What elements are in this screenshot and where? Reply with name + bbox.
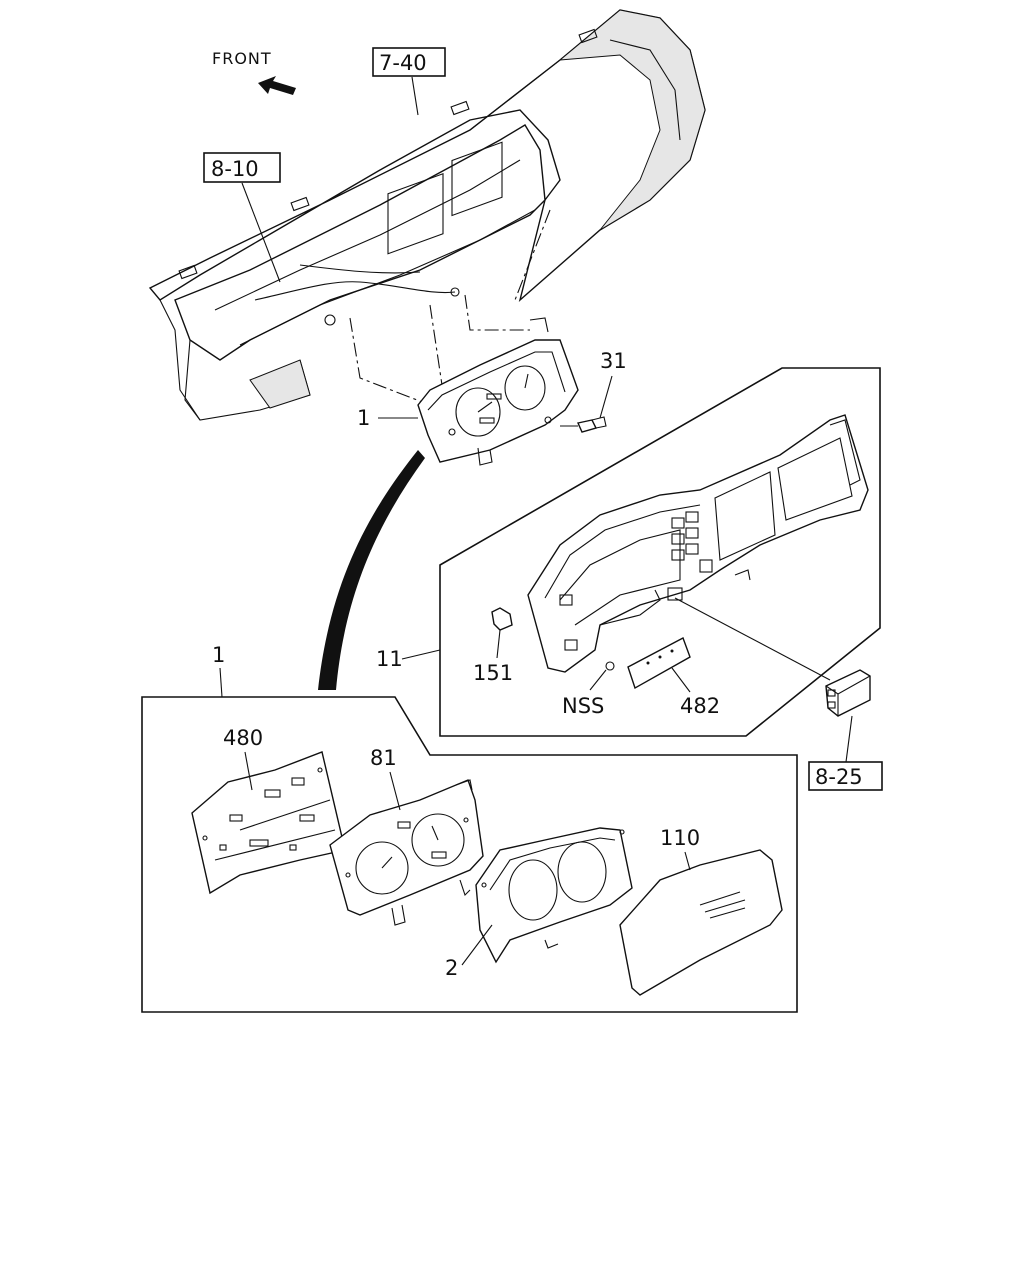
leader-part-482 — [671, 667, 691, 693]
ref-7-40[interactable]: 7-40 — [372, 47, 446, 77]
label-part-110: 110 — [660, 826, 700, 850]
leader-8-25 — [845, 715, 853, 763]
ref-8-10-text: 8-10 — [211, 157, 259, 181]
leader-part-110 — [684, 851, 691, 871]
mount-line-c — [464, 294, 530, 331]
label-part-151: 151 — [473, 661, 513, 685]
ref-8-25-text: 8-25 — [815, 765, 863, 789]
leader-part-11 — [401, 649, 441, 660]
ref-8-25[interactable]: 8-25 — [808, 761, 883, 791]
label-nss: NSS — [562, 694, 604, 718]
label-part-1-top: 1 — [357, 406, 370, 430]
detail-frame-11 — [439, 367, 881, 737]
dashboard-panel — [148, 9, 706, 421]
leader-part-151 — [496, 629, 501, 659]
ref-8-10[interactable]: 8-10 — [203, 152, 281, 183]
label-part-2: 2 — [445, 956, 458, 980]
housing-2 — [475, 827, 633, 964]
detail-callout-arrow — [318, 450, 425, 690]
leader-nss — [589, 669, 607, 691]
detail-frame-1 — [141, 696, 798, 1013]
bezel-panel-11 — [527, 414, 869, 673]
leader-part-81 — [389, 771, 401, 811]
mount-line-a — [349, 317, 431, 406]
label-part-81: 81 — [370, 746, 397, 770]
plate-482 — [627, 637, 691, 690]
leader-8-10 — [241, 182, 281, 283]
mount-line-d — [514, 209, 551, 301]
label-part-31: 31 — [600, 349, 627, 373]
leader-part-31 — [599, 375, 613, 419]
leader-part-2 — [461, 924, 493, 966]
clip-151 — [491, 607, 513, 631]
label-part-1-detail: 1 — [212, 643, 225, 667]
circuit-board-480 — [191, 751, 346, 895]
ref-7-40-text: 7-40 — [379, 51, 427, 75]
screw-31 — [560, 416, 607, 433]
leader-switch-line — [674, 597, 831, 681]
label-part-480: 480 — [223, 726, 263, 750]
switch-8-25 — [825, 669, 871, 717]
leader-7-40 — [411, 76, 419, 116]
dial-plate-81 — [329, 779, 484, 926]
lens-110 — [619, 849, 783, 996]
label-part-482: 482 — [680, 694, 720, 718]
leader-part-480 — [244, 751, 253, 791]
cluster-assembly-top — [417, 317, 579, 466]
label-part-11: 11 — [376, 647, 403, 671]
leader-part-1-detail — [219, 667, 223, 698]
mount-line-b — [429, 304, 443, 386]
screw-nss — [605, 661, 615, 671]
front-label: FRONT — [212, 49, 272, 68]
front-arrow-icon — [258, 76, 296, 95]
